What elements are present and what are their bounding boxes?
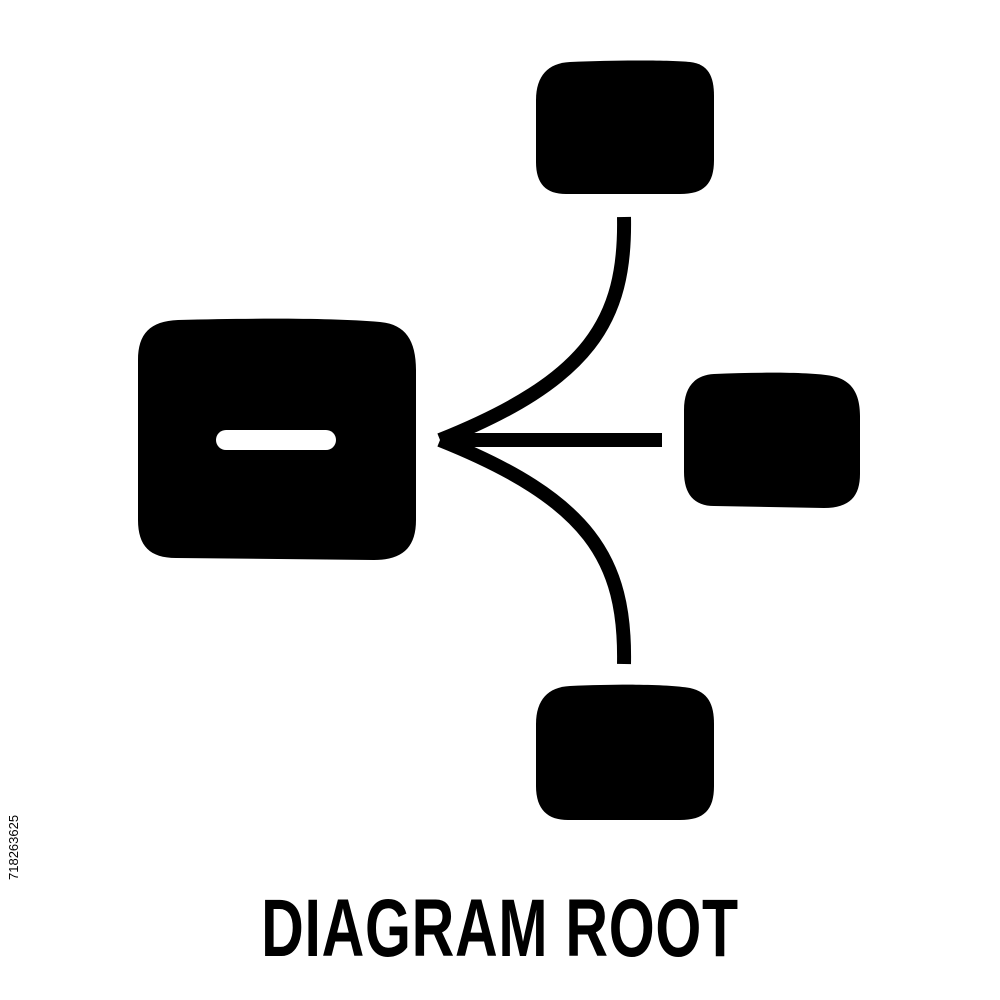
connector-top <box>437 216 632 447</box>
child-node-bottom <box>536 684 714 820</box>
root-node <box>138 318 416 560</box>
icon-caption: DIAGRAM ROOT <box>261 883 739 974</box>
child-node-top <box>536 60 714 194</box>
child-node-middle <box>684 372 860 508</box>
stock-id-label: 718263625 <box>6 814 21 880</box>
root-node-bar <box>216 430 336 450</box>
connectors <box>437 216 662 665</box>
connector-bottom <box>437 433 632 665</box>
